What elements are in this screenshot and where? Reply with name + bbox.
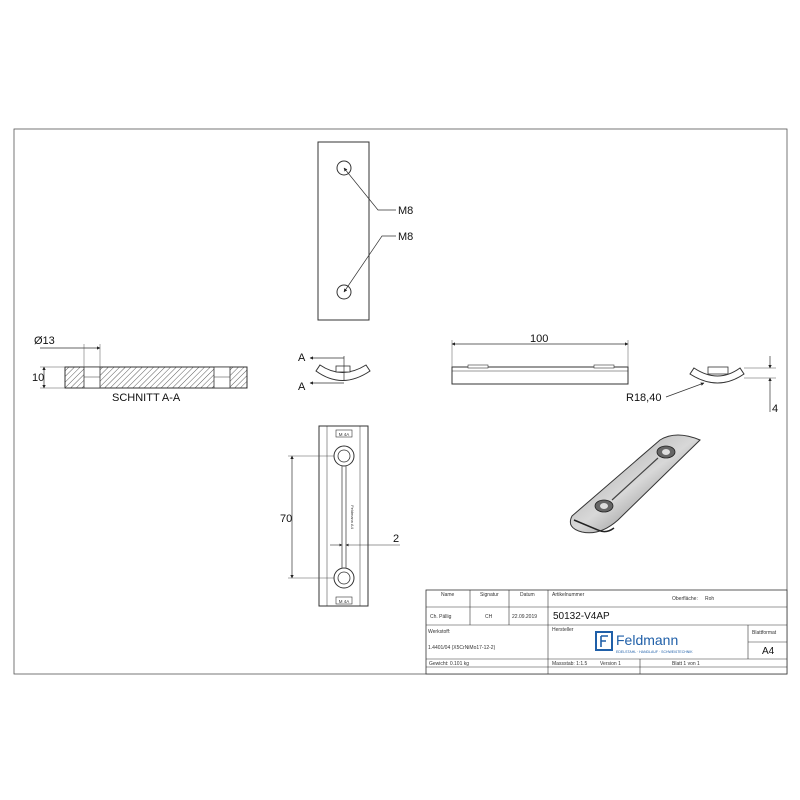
tb-date-label: Datum — [520, 592, 535, 598]
section-marker-a-bottom: A — [298, 381, 306, 393]
tb-name-value: Ch. Pällig — [430, 614, 452, 620]
tb-article-label: Artikelnummer — [552, 592, 585, 598]
tb-material-label: Werkstoff: — [428, 629, 450, 635]
tb-surface-value: Roh — [705, 596, 714, 602]
tb-sheet-format-label: Blattformat — [752, 630, 777, 636]
drawing-frame — [13, 128, 788, 675]
top-view: M8 M8 — [317, 141, 413, 321]
tb-weight: Gewicht: 0.101 kg — [429, 661, 469, 667]
section-marker-a-top: A — [298, 352, 306, 364]
thread-hole-bottom — [336, 284, 352, 300]
tb-article-value: 50132-V4AP — [553, 611, 610, 622]
thread-hole-top — [336, 160, 352, 176]
title-block: Name Signatur Datum Artikelnummer Oberfl… — [425, 589, 788, 675]
tb-sheet-format-value: A4 — [762, 646, 775, 657]
tb-manufacturer-label: Hersteller — [552, 627, 574, 633]
logo-subtext: EDELSTAHL · HANDLAUF · SCHWEIßTECHNIK — [616, 650, 693, 654]
dim-hole-distance: 70 — [280, 513, 292, 525]
dim-thickness: 10 — [32, 372, 44, 384]
mark-center: Feldmann A4 — [350, 505, 355, 529]
tb-signature-value: CH — [485, 614, 493, 620]
mark-bottom: M 4A — [339, 599, 350, 604]
tb-sheet: Blatt 1 von 1 — [672, 661, 700, 667]
callout-m8-top: M8 — [398, 205, 413, 217]
tb-surface-label: Oberfläche: — [672, 596, 698, 602]
dim-length: 100 — [530, 333, 548, 345]
callout-m8-bottom: M8 — [398, 231, 413, 243]
tb-version: Version 1 — [600, 661, 621, 667]
tb-material-value: 1.4401/04 (X5CrNiMo17-12-2) — [428, 645, 496, 651]
tb-date-value: 22.09.2019 — [512, 614, 537, 620]
section-label: SCHNITT A-A — [112, 392, 181, 404]
dim-height: 4 — [772, 403, 778, 415]
side-view: 100 — [451, 333, 629, 385]
tb-signature-label: Signatur — [480, 592, 499, 598]
tb-name-label: Name — [441, 592, 455, 598]
isometric-view — [569, 434, 701, 534]
dim-radius: R18,40 — [626, 392, 661, 404]
feldmann-logo: Feldmann EDELSTAHL · HANDLAUF · SCHWEIßT… — [595, 631, 693, 654]
bottom-view: M 4A M 4A Feldmann A4 70 2 — [280, 425, 400, 607]
dim-slot-width: 2 — [393, 533, 399, 545]
tb-scale: Massstab: 1:1.5 — [552, 661, 588, 667]
end-view: R18,40 4 — [626, 356, 778, 415]
logo-text: Feldmann — [616, 632, 678, 648]
section-view: Ø13 10 SCHNITT A-A — [32, 335, 248, 404]
mark-top: M 4A — [339, 432, 350, 437]
dim-diameter: Ø13 — [34, 335, 55, 347]
section-marker: A A — [298, 352, 371, 393]
